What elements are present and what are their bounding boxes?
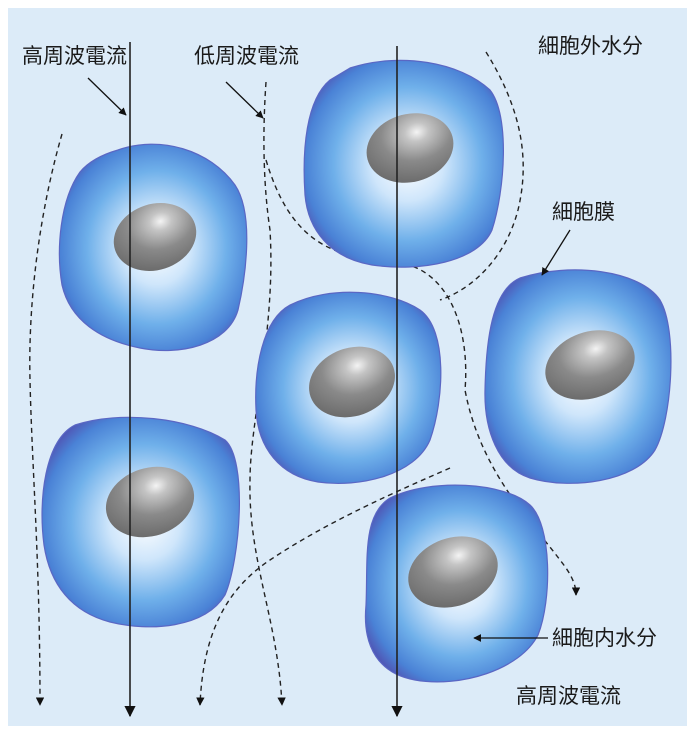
cell-bottom-left (42, 417, 239, 627)
label-low-frequency-current: 低周波電流 (194, 44, 299, 68)
cell-top-left (59, 144, 246, 350)
label-extracellular-water: 細胞外水分 (538, 34, 643, 58)
label-cell-membrane: 細胞膜 (552, 200, 615, 224)
label-high-frequency-current-top: 高周波電流 (22, 44, 127, 68)
cell-middle-center (256, 292, 441, 483)
cell-bottom-right (365, 485, 547, 682)
label-intracellular-water: 細胞内水分 (552, 626, 657, 650)
cell-top-center (304, 60, 503, 267)
label-high-frequency-current-bottom: 高周波電流 (516, 684, 621, 708)
cell-middle-right (485, 270, 671, 483)
